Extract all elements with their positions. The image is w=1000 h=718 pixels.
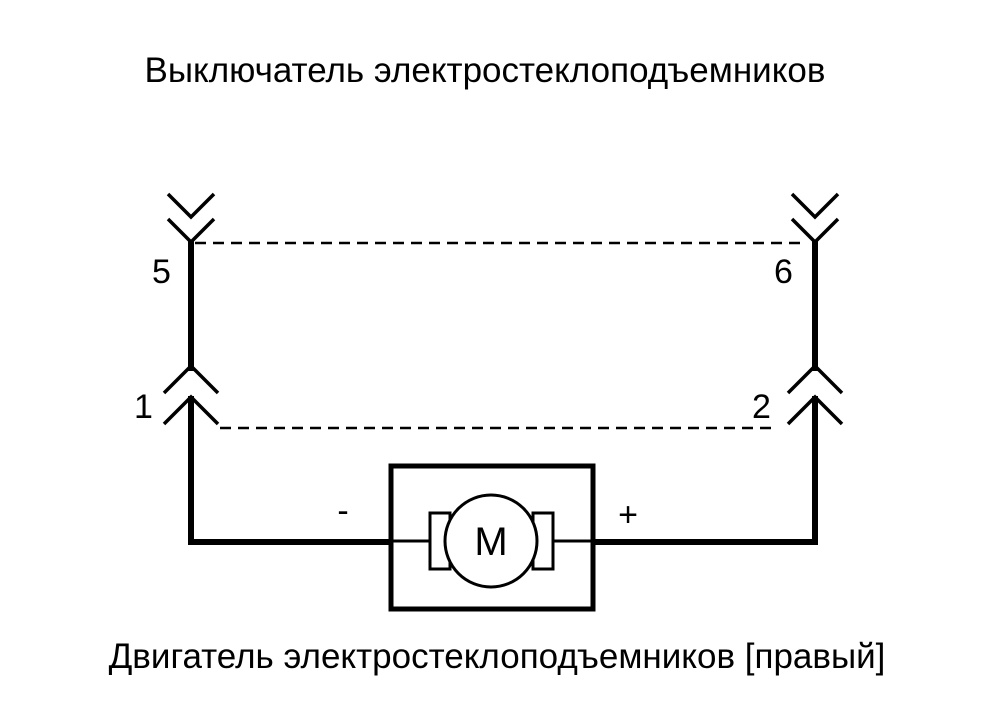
connector-chevron-upper	[790, 192, 840, 220]
motor-housing	[388, 463, 596, 612]
connector-pin-6	[790, 192, 840, 245]
plus-sign: +	[618, 496, 638, 534]
pin-5-label: 5	[152, 253, 171, 291]
connector-chevron-upper	[786, 363, 844, 395]
wire-negative	[188, 396, 392, 545]
motor: M	[388, 463, 596, 612]
connector-chevron-upper	[166, 192, 216, 220]
motor-letter: M	[474, 520, 507, 564]
connector-chevron-lower	[790, 217, 840, 245]
motor-title: Двигатель электростеклоподъемников [прав…	[109, 637, 886, 676]
switch-title: Выключатель электростеклоподъемников	[145, 51, 826, 90]
pin-6-label: 6	[774, 253, 793, 291]
wire-positive	[591, 396, 818, 545]
connector-chevron-upper	[162, 363, 220, 395]
motor-armature	[443, 493, 539, 589]
connector-pin-5	[166, 192, 216, 245]
connector-chevron-lower	[166, 217, 216, 245]
minus-sign: -	[337, 492, 348, 530]
pin-2-label: 2	[752, 388, 771, 426]
pin-1-label: 1	[134, 388, 153, 426]
